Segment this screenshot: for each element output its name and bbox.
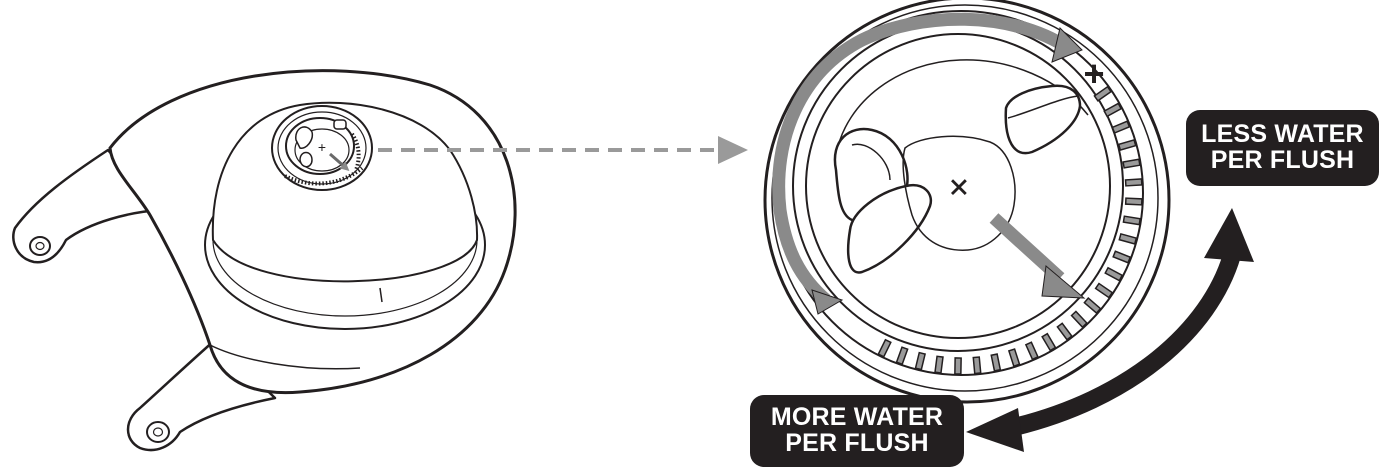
dial-tick (1124, 197, 1143, 206)
less-water-label-line2: PER FLUSH (1210, 146, 1355, 174)
dial-tick (1041, 332, 1057, 352)
arrowhead-more-water (966, 408, 1024, 452)
less-water-label: LESS WATER PER FLUSH (1186, 110, 1379, 186)
zoom-connector (378, 136, 748, 164)
dial-tick (1111, 120, 1131, 134)
dial-tick (1103, 102, 1123, 118)
dial-tick (895, 346, 909, 366)
connector-arrowhead (718, 136, 748, 164)
dial-tab-upper-right (1004, 84, 1082, 155)
dial-tick (934, 355, 944, 374)
dial-tick (954, 357, 962, 375)
dial-tick (972, 356, 982, 375)
dial-tick-marks (877, 85, 1143, 375)
pointer-arrowhead (1041, 265, 1086, 299)
dial-center-hub (902, 135, 1016, 251)
dial-tick (1056, 322, 1073, 341)
more-water-label-line1: MORE WATER (770, 403, 944, 431)
dial-tick (1093, 85, 1113, 102)
dial-tick (1117, 138, 1137, 152)
adjustment-dial-enlarged: + + (763, 0, 1171, 404)
dial-tick (1007, 348, 1021, 368)
dial-tick (1094, 282, 1114, 299)
dial-tick (1124, 178, 1143, 187)
small-dial: + (271, 105, 373, 191)
dial-tick (1024, 341, 1039, 361)
dial-tick (877, 338, 892, 358)
dial-tick (1070, 310, 1088, 329)
plus-indicator: + (1083, 53, 1104, 94)
dial-tick (914, 351, 927, 371)
rotation-arrow-gray (772, 12, 1072, 305)
dial-tick (1083, 297, 1102, 315)
dial-tick (1122, 215, 1142, 226)
dial-tick (1112, 250, 1132, 264)
more-water-label: MORE WATER PER FLUSH (750, 395, 964, 467)
dial-tick (1104, 266, 1124, 282)
fork-eyelet-lower (146, 421, 170, 443)
arrowhead-less-water (1204, 208, 1254, 262)
dial-tick (1118, 232, 1138, 245)
small-dial-plus-symbol: + (318, 139, 326, 155)
dial-tick (990, 353, 1002, 372)
more-water-label-line2: PER FLUSH (785, 429, 929, 457)
less-water-label-line1: LESS WATER (1201, 120, 1364, 148)
fork-eyelet-upper (29, 236, 51, 256)
dial-tick (1122, 158, 1141, 169)
flush-valve-assembly: + (12, 69, 517, 452)
rotation-arrowhead-top (1051, 27, 1083, 63)
rotation-arrowhead-bottom (811, 289, 844, 315)
adjustment-direction-arrow (966, 208, 1254, 452)
